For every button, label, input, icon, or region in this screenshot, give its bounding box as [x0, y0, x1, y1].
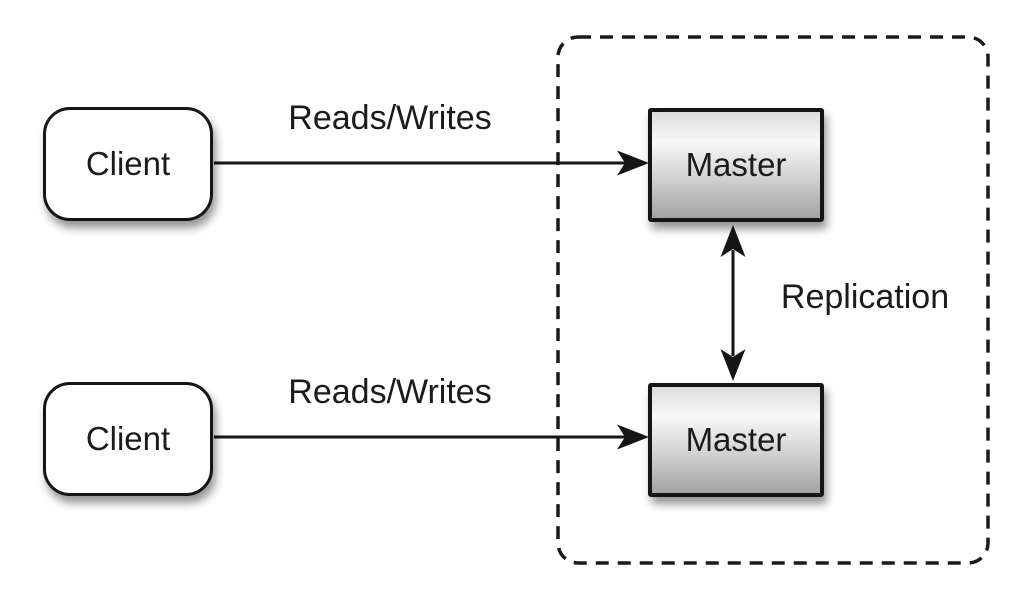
- edge-reads-writes-bottom: [214, 424, 649, 450]
- node-client-bottom: Client: [43, 382, 213, 496]
- arrowhead-up: [720, 225, 746, 257]
- node-master-top-label: Master: [685, 146, 787, 183]
- node-client-top-label: Client: [85, 145, 171, 182]
- node-master-bottom-label: Master: [685, 421, 787, 458]
- node-master-top: Master: [648, 108, 824, 222]
- edge-label-replication: Replication: [780, 278, 950, 316]
- arrowhead-right-top: [617, 150, 649, 176]
- replication-boundary-group: [556, 35, 990, 565]
- node-client-bottom-label: Client: [85, 420, 171, 457]
- edge-replication: [720, 225, 746, 381]
- edge-label-reads-writes-top: Reads/Writes: [288, 99, 492, 137]
- arrowhead-down: [720, 349, 746, 381]
- arrowhead-right-bottom: [617, 424, 649, 450]
- replication-boundary-outline: [556, 35, 990, 565]
- edge-reads-writes-top: [214, 150, 649, 176]
- edge-label-reads-writes-bottom: Reads/Writes: [288, 373, 492, 411]
- node-client-top: Client: [43, 107, 213, 221]
- node-master-bottom: Master: [648, 383, 824, 497]
